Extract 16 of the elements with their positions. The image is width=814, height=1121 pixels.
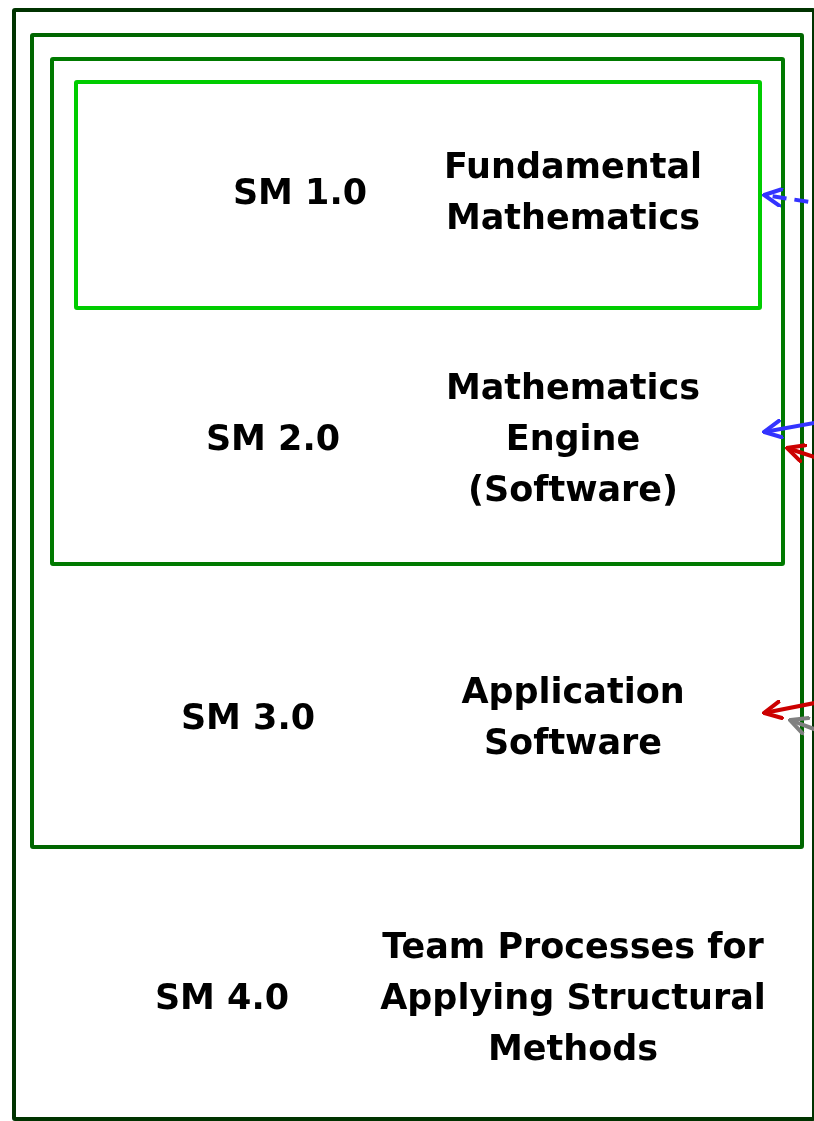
section-number: SM 1.0	[232, 170, 368, 214]
section-title: Application Software	[460, 670, 686, 764]
section-number: SM 2.0	[205, 416, 341, 460]
section-title: Fundamental Mathematics	[442, 145, 704, 239]
arrow	[762, 418, 814, 440]
nested-box	[12, 8, 814, 1121]
section-title: Team Processes for Applying Structural Methods	[379, 924, 767, 1070]
section-number: SM 3.0	[180, 695, 316, 739]
section-number: SM 4.0	[154, 975, 290, 1019]
nested-box	[30, 33, 804, 849]
arrow	[788, 716, 814, 737]
nested-box	[74, 80, 762, 310]
arrow	[785, 443, 814, 464]
arrow	[762, 698, 814, 720]
nested-box	[50, 57, 785, 566]
section-title: Mathematics Engine (Software)	[444, 365, 702, 511]
